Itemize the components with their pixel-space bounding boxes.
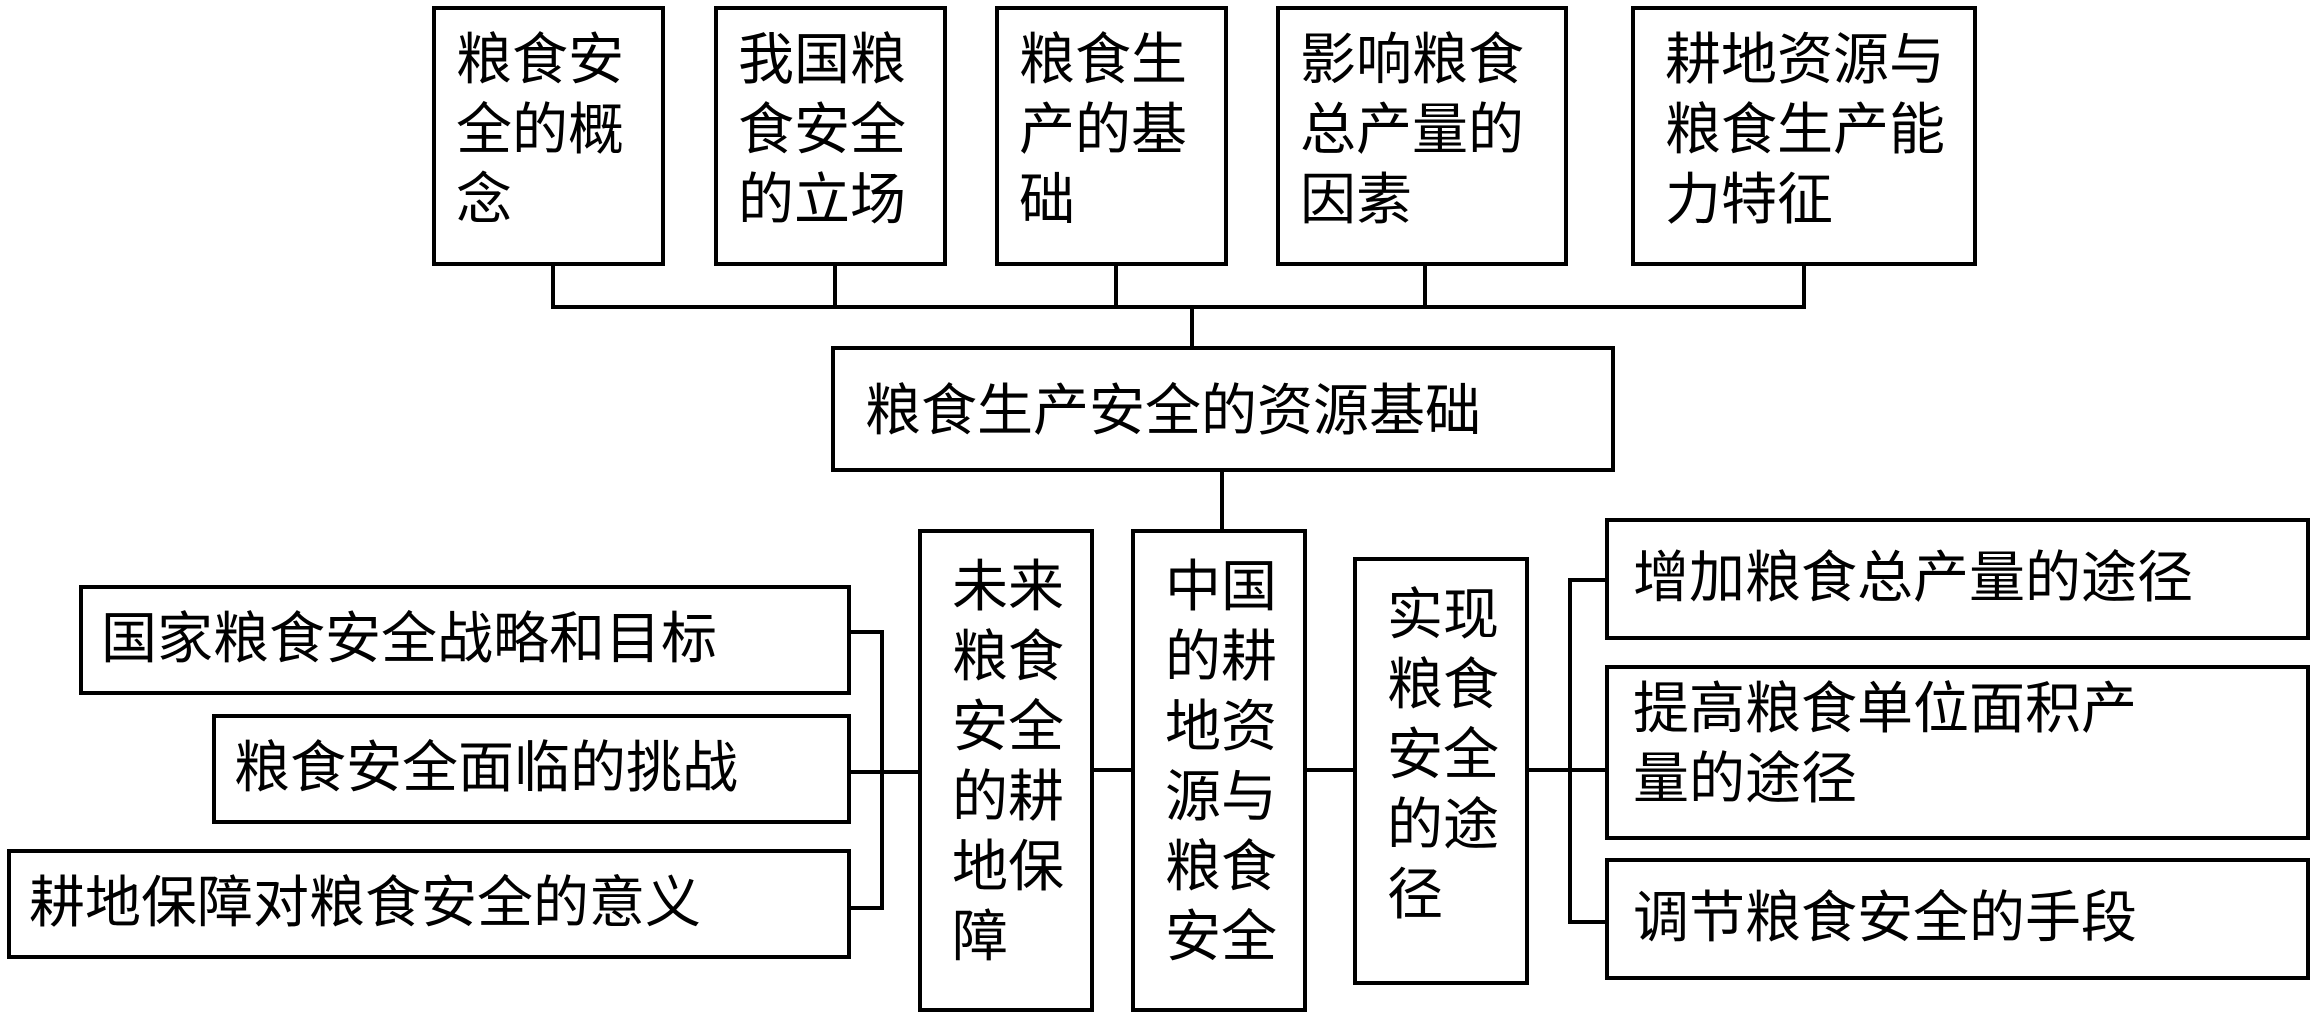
node-line: 地资	[1165, 695, 1277, 760]
node-line: 我国粮	[738, 28, 906, 93]
node-national-strategy-goals: 国家粮食安全战略和目标	[79, 585, 851, 695]
node-line: 安全	[1165, 905, 1277, 970]
node-center-resource-basis: 粮食生产安全的资源基础	[831, 346, 1615, 472]
node-future-farmland-guarantee: 未来 粮食 安全 的耕 地保 障	[918, 529, 1094, 1012]
node-china-grain-security-stance: 我国粮 食安全 的立场	[714, 6, 947, 266]
node-line: 念	[456, 168, 512, 233]
node-line: 中国	[1165, 555, 1277, 620]
node-ways-to-achieve-security: 实现 粮食 安全 的途 径	[1353, 557, 1529, 985]
node-line: 源与	[1165, 765, 1277, 830]
node-grain-security-concept: 粮食安 全的概 念	[432, 6, 665, 266]
node-label: 粮食安全面临的挑战	[234, 736, 738, 801]
node-line: 产的基	[1019, 98, 1187, 163]
node-line: 径	[1387, 863, 1443, 928]
node-line: 粮食安	[456, 28, 624, 93]
node-line: 粮食	[952, 625, 1064, 690]
node-china-farmland-and-grain-security: 中国 的耕 地资 源与 粮食 安全	[1131, 529, 1307, 1012]
node-line: 总产量的	[1300, 98, 1524, 163]
node-line: 的耕	[1165, 625, 1277, 690]
node-line: 粮食生产能	[1665, 98, 1945, 163]
node-label: 耕地保障对粮食安全的意义	[29, 871, 701, 936]
node-line: 的耕	[952, 765, 1064, 830]
node-security-challenges: 粮食安全面临的挑战	[212, 714, 851, 824]
node-line: 障	[952, 905, 1008, 970]
node-line: 粮食	[1165, 835, 1277, 900]
node-line: 全的概	[456, 98, 624, 163]
node-line: 未来	[952, 555, 1064, 620]
node-line: 础	[1019, 168, 1075, 233]
node-line: 地保	[952, 835, 1064, 900]
node-line: 因素	[1300, 168, 1412, 233]
node-line: 实现	[1387, 583, 1499, 648]
node-line: 调节粮食安全的手段	[1633, 886, 2137, 951]
node-line: 安全	[1387, 723, 1499, 788]
node-regulation-means: 调节粮食安全的手段	[1605, 858, 2310, 980]
node-line: 提高粮食单位面积产	[1633, 677, 2137, 742]
node-line: 粮食生	[1019, 28, 1187, 93]
node-improve-unit-yield: 提高粮食单位面积产 量的途径	[1605, 665, 2310, 840]
node-line: 力特征	[1665, 168, 1833, 233]
node-total-output-factors: 影响粮食 总产量的 因素	[1276, 6, 1568, 266]
node-line: 耕地资源与	[1665, 28, 1945, 93]
node-line: 量的途径	[1633, 747, 1857, 812]
node-line: 的立场	[738, 168, 906, 233]
node-line: 粮食	[1387, 653, 1499, 718]
node-grain-production-basis: 粮食生 产的基 础	[995, 6, 1228, 266]
node-line: 的途	[1387, 793, 1499, 858]
node-label: 国家粮食安全战略和目标	[101, 607, 717, 672]
center-label: 粮食生产安全的资源基础	[865, 379, 1481, 444]
node-line: 食安全	[738, 98, 906, 163]
node-farmland-significance: 耕地保障对粮食安全的意义	[7, 849, 851, 959]
node-farmland-capacity-features: 耕地资源与 粮食生产能 力特征	[1631, 6, 1977, 266]
node-line: 增加粮食总产量的途径	[1633, 546, 2193, 611]
node-line: 影响粮食	[1300, 28, 1524, 93]
node-increase-total-output: 增加粮食总产量的途径	[1605, 518, 2310, 640]
node-line: 安全	[952, 695, 1064, 760]
